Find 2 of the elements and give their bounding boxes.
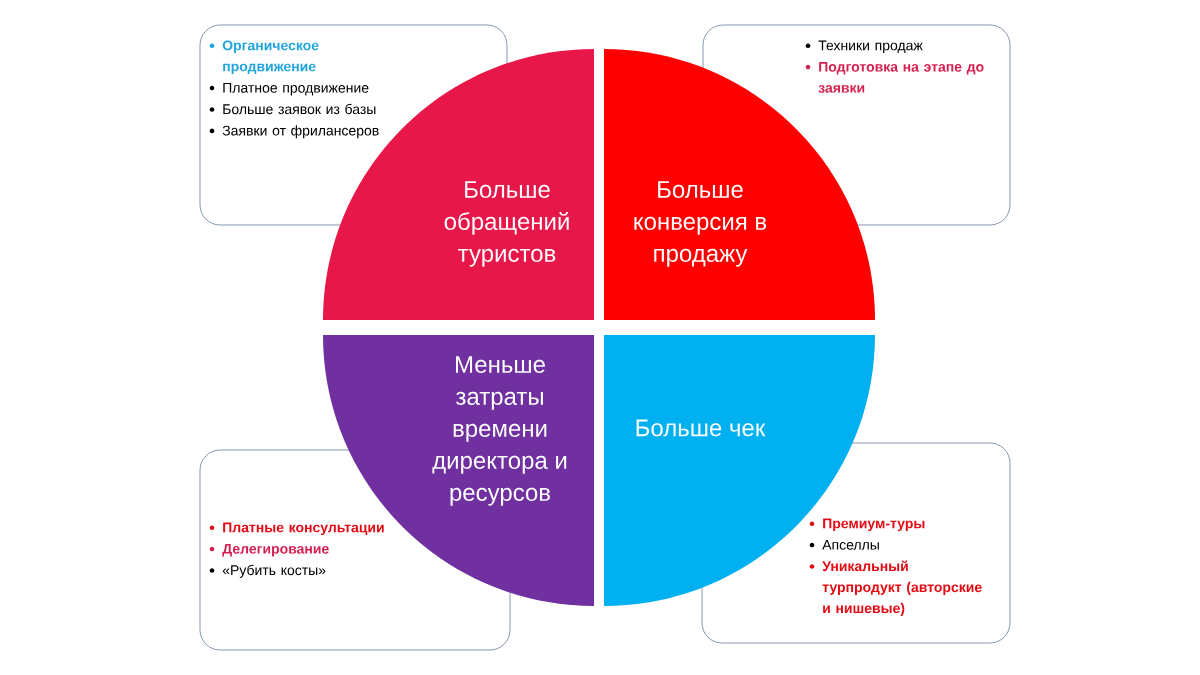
bullet-text: «Рубить косты» [222,564,326,578]
bullet-text: Органическое продвижение [222,40,319,75]
